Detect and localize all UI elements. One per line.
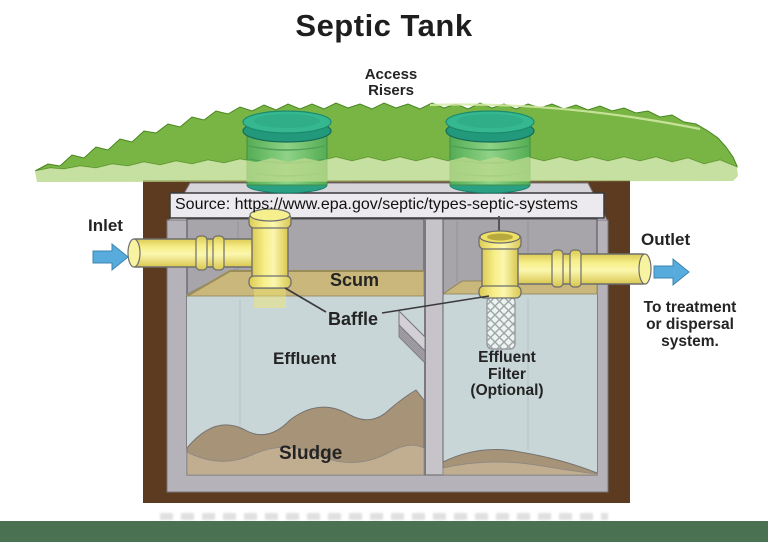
- effluent-filter-line2: Filter: [488, 365, 526, 383]
- source-attribution: Source: https://www.epa.gov/septic/types…: [175, 196, 578, 213]
- effluent-filter-label: Effluent Filter (Optional): [455, 349, 559, 400]
- outlet-pipe: [478, 216, 652, 350]
- grass-light-band: [35, 103, 738, 182]
- inlet-arrow-icon: [92, 242, 129, 272]
- effluent-filter-line3: (Optional): [470, 382, 544, 399]
- to-treatment-line2: or dispersal: [646, 316, 734, 333]
- access-risers-line2: Risers: [368, 82, 414, 99]
- sludge-label: Sludge: [279, 443, 343, 464]
- outlet-arrow-icon: [653, 257, 690, 287]
- effluent-filter-line1: Effluent: [478, 349, 536, 366]
- divider-wall: [398, 218, 444, 476]
- to-treatment-label: To treatment or dispersal system.: [626, 299, 754, 350]
- access-risers-label: Access Risers: [331, 67, 451, 99]
- sludge-layer: [186, 389, 598, 476]
- inlet-label: Inlet: [88, 216, 123, 235]
- effluent-label: Effluent: [273, 349, 337, 368]
- baffle-label: Baffle: [328, 309, 379, 329]
- footer-green-bar: [0, 521, 768, 542]
- source-box: [169, 192, 605, 219]
- page-title: Septic Tank: [295, 8, 473, 43]
- to-treatment-line3: system.: [661, 333, 719, 350]
- outlet-label: Outlet: [641, 230, 691, 249]
- scum-label: Scum: [330, 270, 380, 290]
- cropped-caption-strip: [160, 513, 608, 520]
- access-risers-line1: Access: [364, 66, 418, 83]
- inlet-pipe: [127, 208, 292, 308]
- baffle-pointer-lines: [284, 287, 490, 314]
- to-treatment-line1: To treatment: [643, 299, 737, 316]
